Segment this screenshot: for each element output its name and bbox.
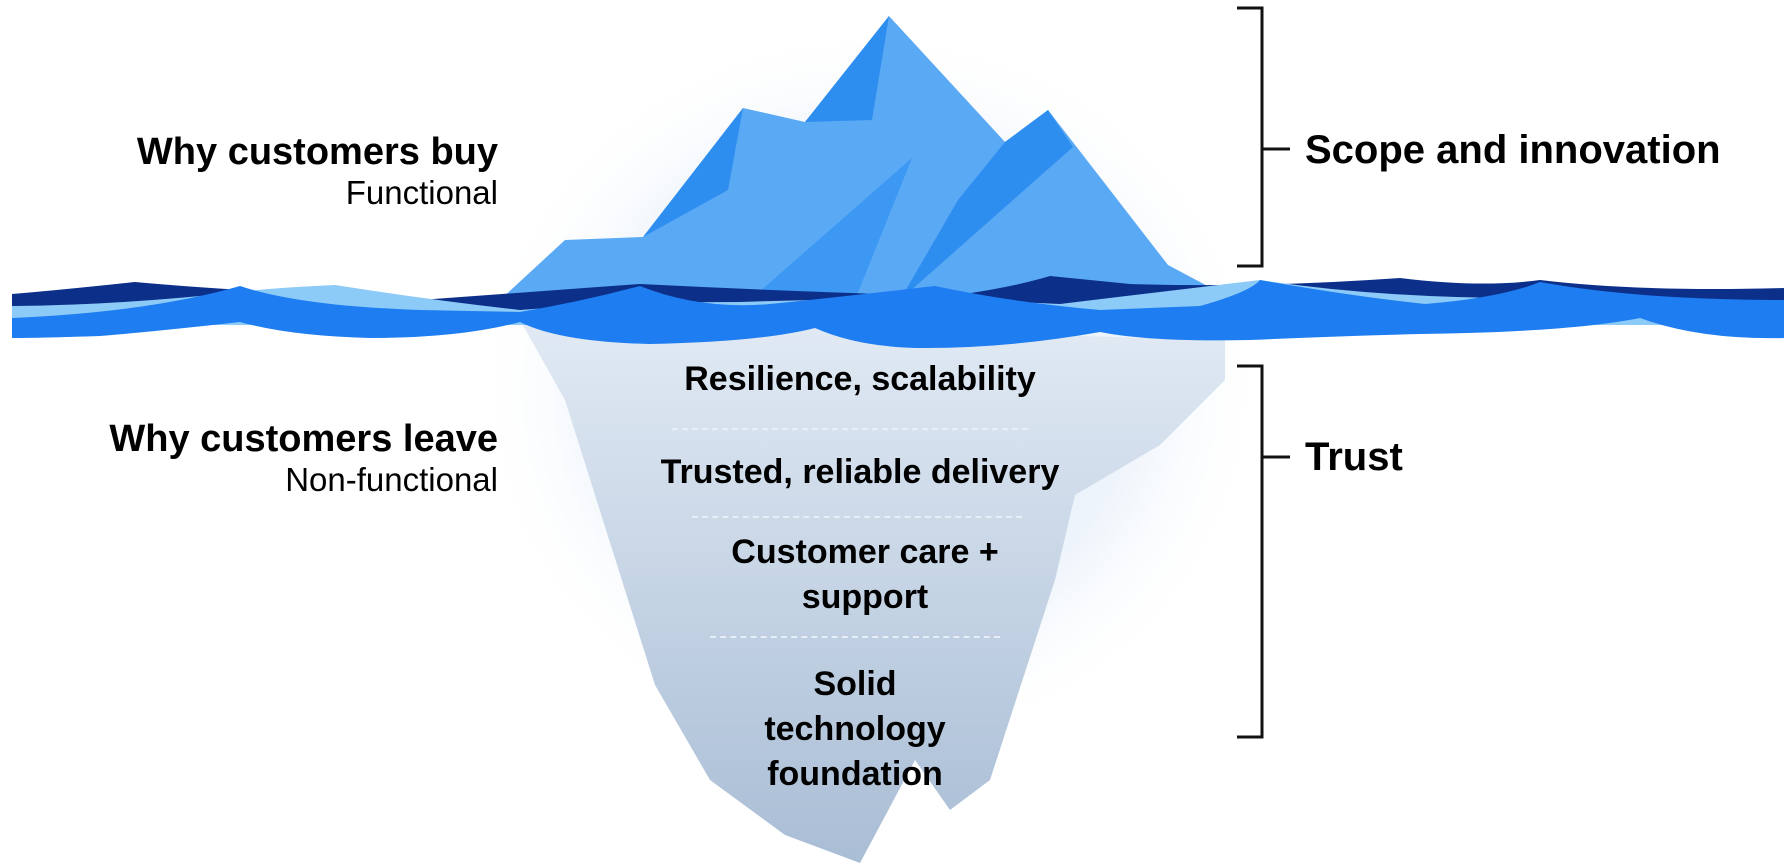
iceberg-tip xyxy=(500,16,1215,300)
layer-divider xyxy=(672,428,1028,430)
bracket-bottom xyxy=(1237,364,1290,739)
scope-and-innovation-label: Scope and innovation xyxy=(1305,128,1721,172)
why-customers-leave-title: Why customers leave xyxy=(109,418,498,460)
water-waves xyxy=(12,276,1784,348)
trust-label: Trust xyxy=(1305,435,1403,479)
bracket-top xyxy=(1237,6,1290,268)
layer-divider xyxy=(692,516,1022,518)
layer-resilience: Resilience, scalability xyxy=(684,360,1036,398)
why-customers-buy: Why customers buy Functional xyxy=(137,130,498,212)
why-customers-buy-subtitle: Functional xyxy=(345,174,498,211)
layer-customer-care: Customer care + support xyxy=(731,533,999,616)
layer-technology-foundation: Solid technology foundation xyxy=(764,665,946,793)
why-customers-leave: Why customers leave Non-functional xyxy=(109,417,498,499)
underwater-iceberg xyxy=(520,320,1225,863)
why-customers-leave-subtitle: Non-functional xyxy=(285,461,498,498)
layer-trusted-delivery: Trusted, reliable delivery xyxy=(660,453,1060,491)
why-customers-buy-title: Why customers buy xyxy=(136,131,498,173)
layer-divider xyxy=(710,636,1000,638)
